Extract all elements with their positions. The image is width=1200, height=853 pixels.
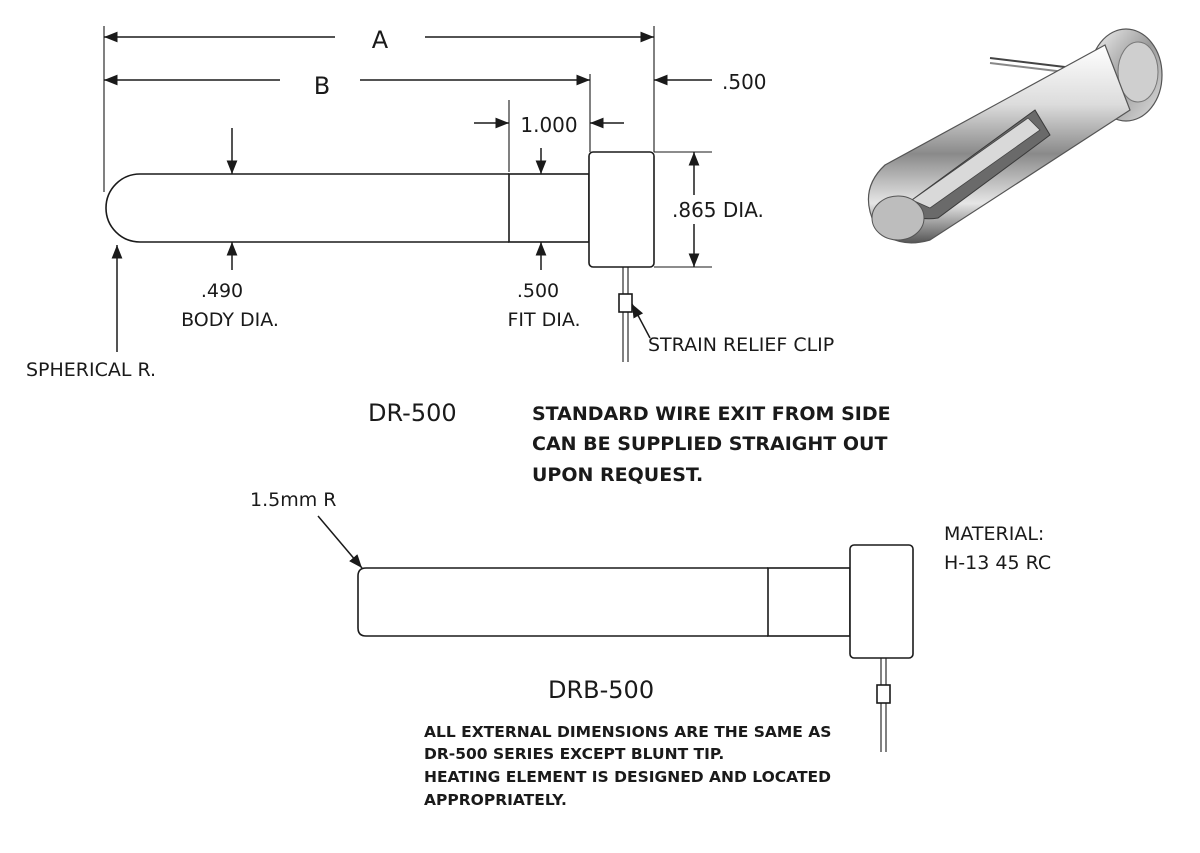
strain-relief-leader — [631, 303, 651, 339]
dr500-head — [588, 151, 655, 268]
material-label: MATERIAL: — [944, 523, 1044, 545]
dr500-body-tube — [105, 173, 509, 243]
dr500-model-label: DR-500 — [368, 399, 457, 427]
heater-3d-render — [867, 28, 1163, 244]
radius-label: 1.5mm R — [250, 489, 336, 511]
spherical-label: SPHERICAL R. — [26, 359, 156, 381]
dim-b-label: B — [314, 72, 330, 100]
dim-500-top-label: .500 — [722, 70, 767, 94]
drb500-note-line-1: ALL EXTERNAL DIMENSIONS ARE THE SAME AS — [424, 723, 831, 741]
drb500-note-line-3: HEATING ELEMENT IS DESIGNED AND LOCATED — [424, 768, 831, 786]
dim-1000-label: 1.000 — [520, 113, 577, 137]
fit-dia-label: FIT DIA. — [507, 309, 580, 331]
dr500-strain-relief-clip — [618, 293, 633, 313]
drb500-model-label: DRB-500 — [548, 676, 654, 704]
material-value: H-13 45 RC — [944, 552, 1051, 574]
dim-490-label: .490 — [201, 280, 243, 302]
dr500-note-line-3: UPON REQUEST. — [532, 464, 703, 486]
dr500-fit-section — [508, 173, 590, 243]
radius-leader — [317, 515, 363, 569]
drb500-note-line-4: APPROPRIATELY. — [424, 791, 567, 809]
dim-865-label: .865 DIA. — [672, 198, 764, 222]
drb500-head — [849, 544, 914, 659]
render-tip — [871, 195, 925, 241]
drb500-note-line-2: DR-500 SERIES EXCEPT BLUNT TIP. — [424, 745, 724, 763]
strain-relief-label: STRAIN RELIEF CLIP — [648, 334, 834, 356]
drb500-body-tube — [357, 567, 768, 637]
drb500-drawing: 1.5mm R MATERIAL: H-13 45 RC DRB-500 ALL… — [250, 489, 1051, 809]
dr500-note-line-1: STANDARD WIRE EXIT FROM SIDE — [532, 403, 891, 425]
dim-a-label: A — [372, 26, 389, 54]
body-dia-label: BODY DIA. — [181, 309, 279, 331]
dr500-drawing: A B .500 1.000 .865 DIA. .490 BODY DIA. … — [26, 26, 891, 486]
render-head-face — [1117, 41, 1159, 103]
render-heating-element — [911, 117, 1041, 209]
drb500-fit-section — [767, 567, 851, 637]
drb500-strain-relief-clip — [876, 684, 891, 704]
dr500-note-line-2: CAN BE SUPPLIED STRAIGHT OUT — [532, 433, 887, 455]
dim-500-fit-label: .500 — [517, 280, 559, 302]
